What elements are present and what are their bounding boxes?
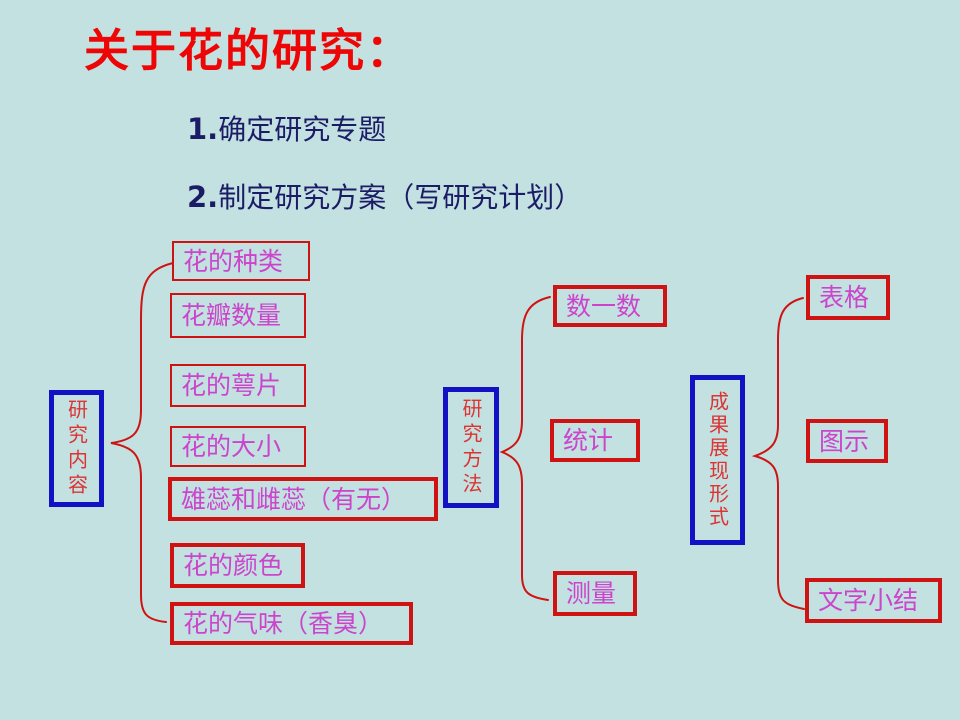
- item-box-sepals: 花的萼片: [170, 364, 306, 407]
- step-number: 1.: [187, 112, 219, 146]
- step-text: 制定研究方案（写研究计划）: [218, 181, 583, 214]
- item-box-flower-types: 花的种类: [172, 241, 310, 281]
- group-box-presentation-forms: 成果展现形式: [690, 375, 745, 545]
- item-box-flower-color: 花的颜色: [170, 543, 305, 588]
- group-box-research-methods: 研究方法: [443, 387, 499, 508]
- item-box-counting: 数一数: [553, 285, 667, 327]
- item-box-text-summary: 文字小结: [805, 578, 942, 623]
- group-box-research-content: 研究内容: [49, 390, 104, 507]
- item-box-measuring: 测量: [553, 571, 637, 616]
- brace-research-methods: [499, 296, 551, 601]
- brace-presentation-forms: [751, 297, 805, 610]
- item-box-stamens-pistils: 雄蕊和雌蕊（有无）: [168, 477, 438, 521]
- page-title: 关于花的研究：: [84, 24, 414, 77]
- brace-research-content: [110, 262, 174, 623]
- step-number: 2.: [187, 180, 219, 214]
- item-box-flower-smell: 花的气味（香臭）: [170, 602, 413, 645]
- item-box-petal-count: 花瓣数量: [170, 293, 306, 338]
- step-item-1: 1.确定研究专题: [187, 108, 386, 148]
- item-box-flower-size: 花的大小: [170, 426, 306, 467]
- item-box-table: 表格: [806, 275, 890, 320]
- step-item-2: 2.制定研究方案（写研究计划）: [187, 176, 582, 216]
- item-box-chart: 图示: [806, 419, 888, 463]
- step-text: 确定研究专题: [218, 113, 387, 146]
- item-box-statistics: 统计: [550, 419, 640, 462]
